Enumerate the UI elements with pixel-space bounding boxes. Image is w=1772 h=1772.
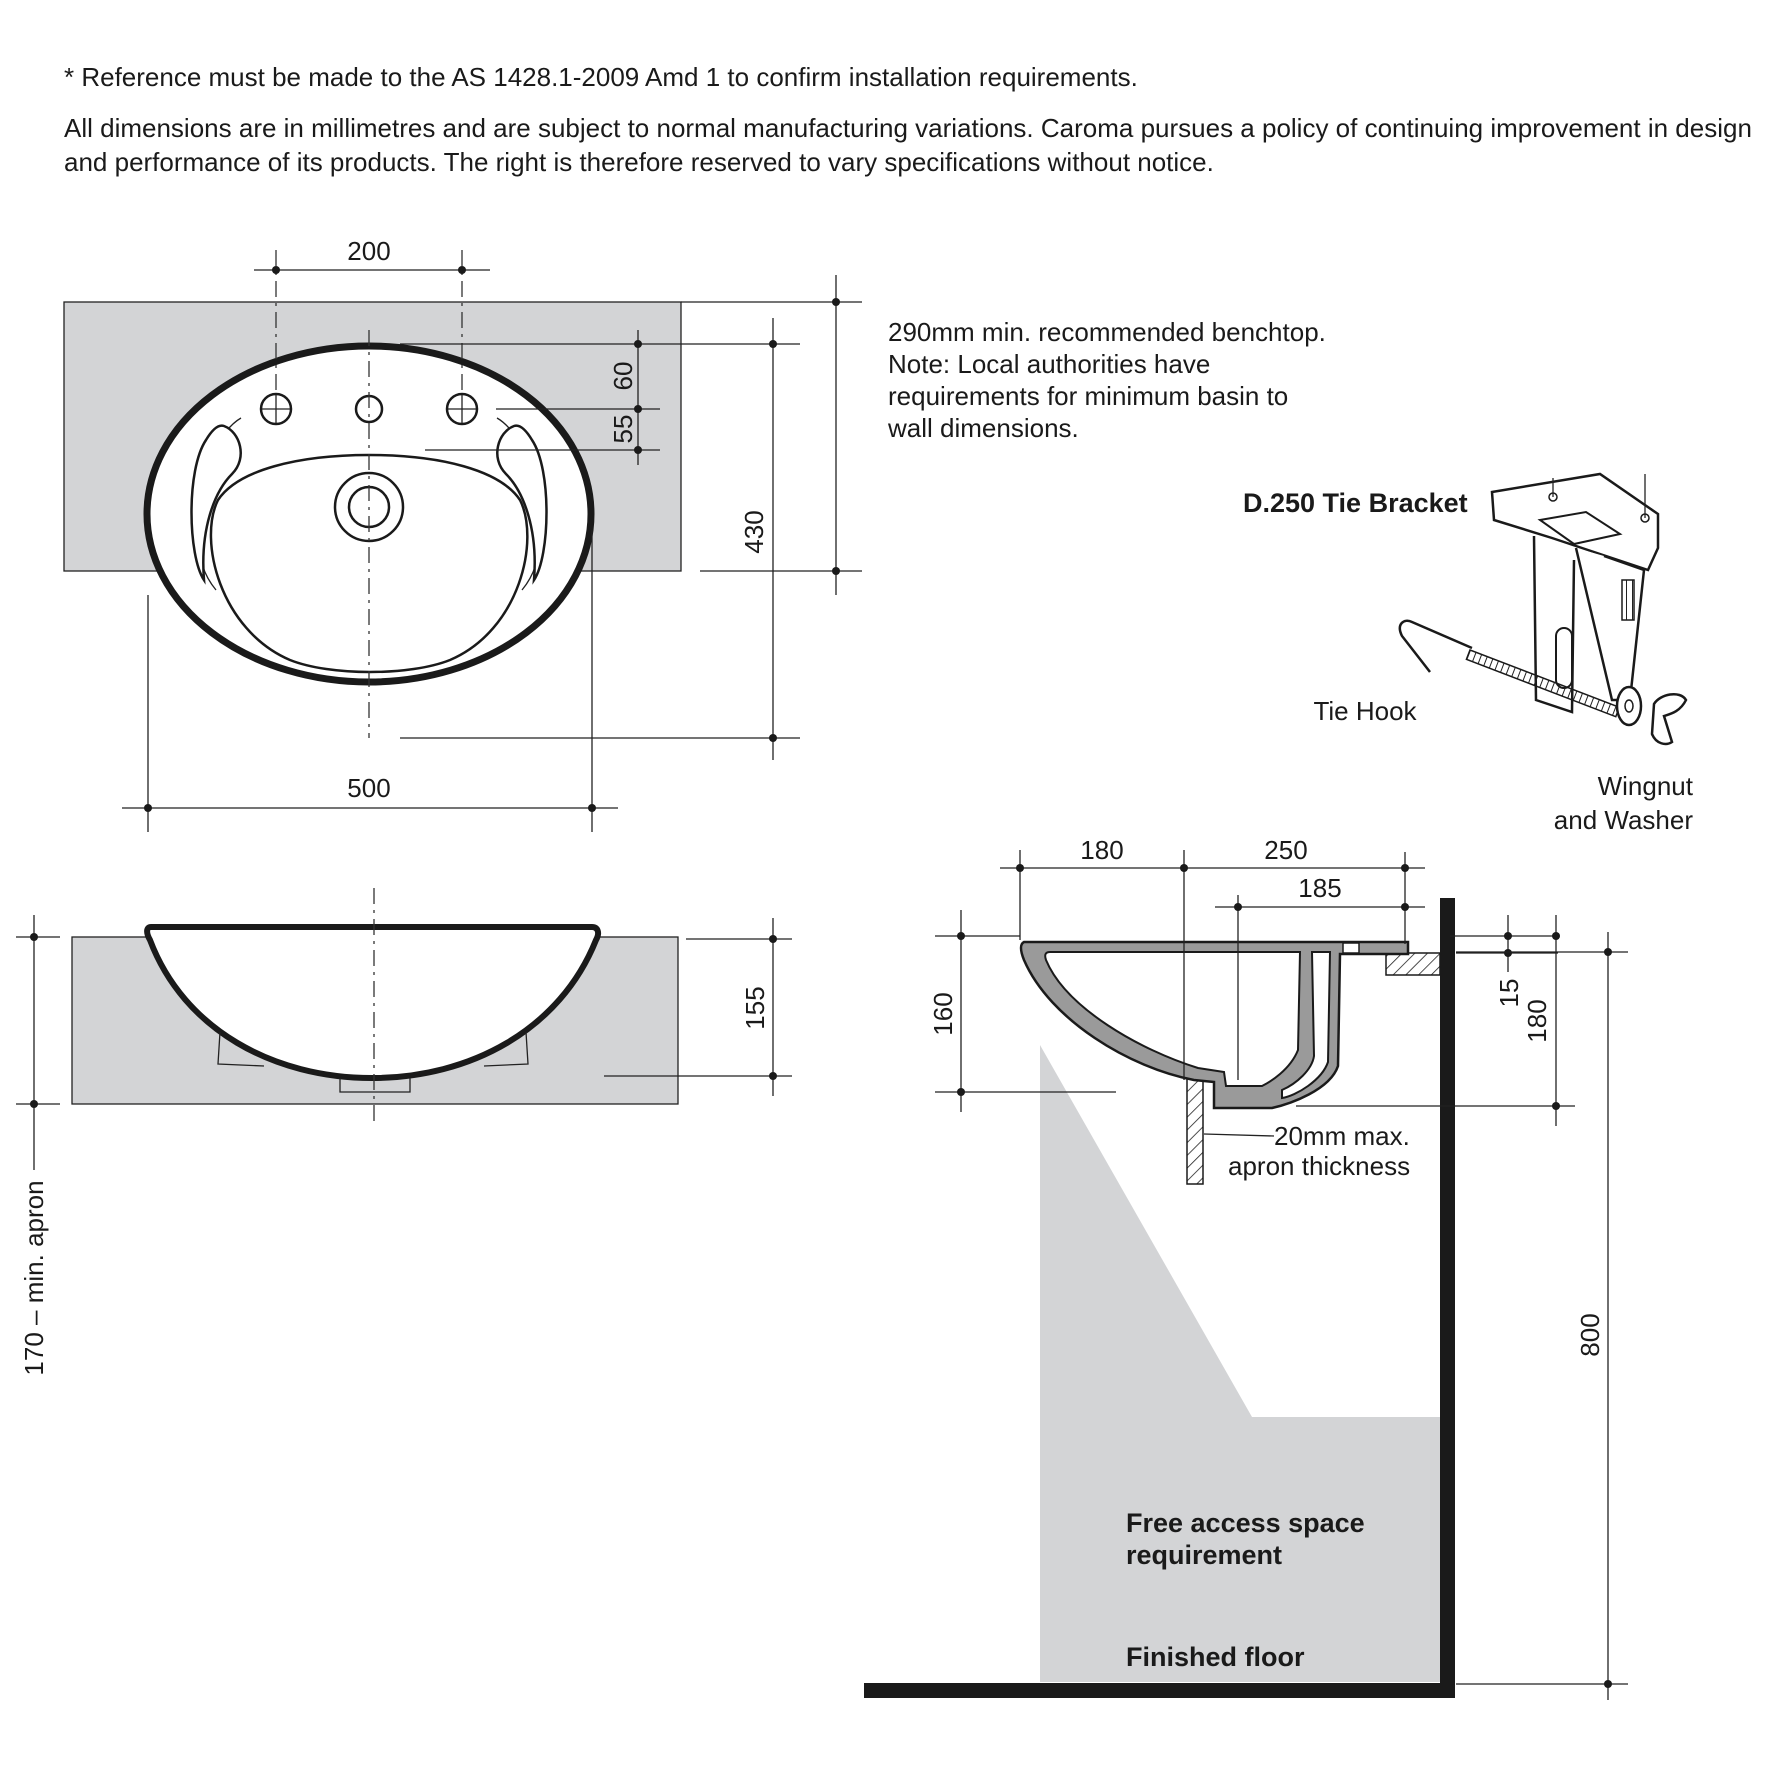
tie-bracket-illustration: D.250 Tie Bracket Tie Hook Wingnut and W… [1243,472,1694,835]
section-view: 180 250 185 160 15 180 800 20mm max. apr… [864,835,1628,1700]
front-view: 155 170 – min. apron [16,888,792,1376]
apron-section [1186,1077,1204,1185]
dim-tap-spacing: 200 [347,236,390,266]
dim-180-top: 180 [1080,835,1123,865]
disclaimer-note: All dimensions are in millimetres and ar… [64,113,1752,177]
front-basin-body [144,924,602,1082]
dim-250: 250 [1264,835,1307,865]
apron-thickness-line1: 20mm max. [1274,1121,1410,1151]
access-space-line1: Free access space [1126,1508,1365,1538]
benchtop-note: 290mm min. recommended benchtop. Note: L… [887,317,1326,443]
wall [1440,898,1455,1698]
basin-right-recess [496,424,548,585]
benchtop-note-line1: 290mm min. recommended benchtop. [888,317,1326,347]
access-space-area [1040,1045,1442,1682]
plan-view: 200 60 55 430 500 [63,236,862,832]
tie-hook-shape [1398,619,1473,673]
dim-160: 160 [928,992,958,1035]
dim-155: 155 [740,986,770,1029]
dim-60: 60 [608,362,638,391]
washer [1615,685,1643,727]
dim-800: 800 [1575,1313,1605,1356]
wingnut-label-line1: Wingnut [1598,771,1694,801]
access-space-line2: requirement [1126,1540,1282,1570]
dim-430: 430 [739,510,769,553]
dim-15: 15 [1494,979,1524,1008]
basin-bowl [209,453,529,674]
tie-bracket-title: D.250 Tie Bracket [1243,488,1468,518]
dim-55: 55 [608,415,638,444]
tie-hook-label: Tie Hook [1313,696,1417,726]
dim-185: 185 [1298,873,1341,903]
dim-180-side: 180 [1522,999,1552,1042]
benchtop-section [1385,952,1441,976]
apron-thickness-line2: apron thickness [1228,1151,1410,1181]
wingnut [1650,692,1688,746]
benchtop-note-line2: Note: Local authorities have [888,349,1210,379]
reference-note: * Reference must be made to the AS 1428.… [64,62,1138,92]
floor [864,1683,1455,1698]
basin-section-inner [1044,951,1302,1087]
basin-left-recess [190,424,242,585]
dim-width: 500 [347,773,390,803]
benchtop-note-line4: wall dimensions. [887,413,1079,443]
wingnut-label-line2: and Washer [1554,805,1694,835]
dim-min-apron: 170 – min. apron [19,1180,49,1375]
finished-floor-label: Finished floor [1126,1642,1305,1672]
benchtop-note-line3: requirements for minimum basin to [888,381,1288,411]
